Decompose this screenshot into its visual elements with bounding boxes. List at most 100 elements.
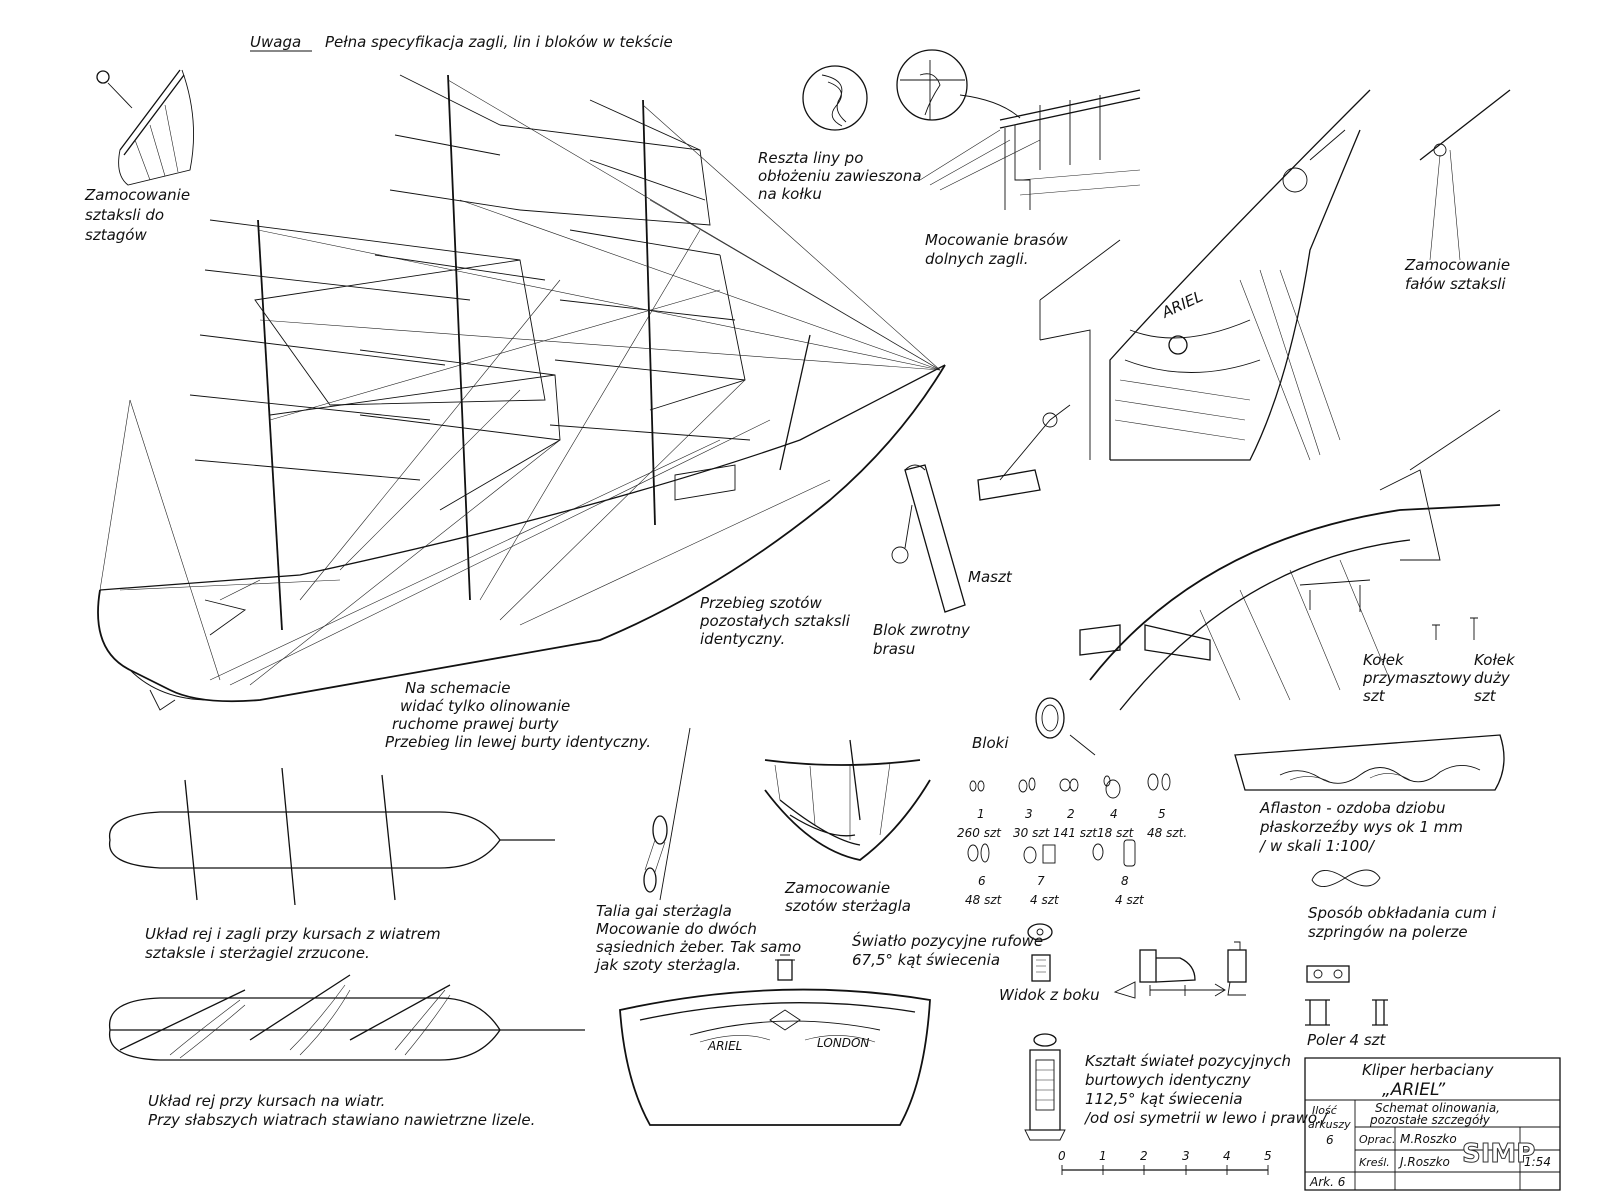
- halyard-fixing-detail: [1419, 89, 1511, 261]
- side-light-views: [1113, 941, 1247, 999]
- scale-1: 1: [1099, 1149, 1107, 1163]
- scale-bar: 0 1 2 3 4 5: [1058, 1149, 1272, 1175]
- stern-port: LONDON: [817, 1036, 869, 1050]
- label-mast-pin-1: Kołek: [1363, 651, 1405, 669]
- block-qty-6: 48 szt: [965, 893, 1003, 907]
- aflaston-detail: [1234, 734, 1505, 791]
- label-yards-layout-1b: sztaksle i sterżagiel zrzucone.: [145, 944, 370, 962]
- label-spanker-sheets-2: szotów sterżagla: [785, 897, 911, 915]
- label-sheets-route-2: pozostałych sztaksli: [699, 612, 851, 630]
- block-qty-8: 4 szt: [1115, 893, 1145, 907]
- block-qty-4: 18 szt: [1097, 826, 1135, 840]
- title-sheet-no: Ark. 6: [1309, 1175, 1346, 1189]
- gaff-tackle-detail: [643, 727, 691, 901]
- bow-deck-detail: [1079, 409, 1501, 711]
- label-sheets-route-1: Przebieg szotów: [700, 594, 822, 612]
- title-block: Kliper herbaciany „ARIEL” Ilość arkuszy …: [1304, 1057, 1561, 1191]
- block-qty-7: 4 szt: [1030, 893, 1060, 907]
- label-mooring-2: szpringów na polerze: [1308, 923, 1468, 941]
- label-schema-note-3: ruchome prawej burty: [392, 715, 560, 733]
- label-aflaston-2: płaskorzeźby wys ok 1 mm: [1259, 818, 1463, 836]
- label-gaff-tackle-2: Mocowanie do dwóch: [596, 920, 757, 938]
- title-sheets-label-1: Ilość: [1312, 1104, 1338, 1117]
- lantern-detail: [1024, 1033, 1066, 1141]
- label-yards-layout-2a: Układ rej przy kursach na wiatr.: [148, 1092, 385, 1110]
- label-schema-note-2: widać tylko olinowanie: [400, 697, 570, 715]
- title-prepared-by: M.Roszko: [1400, 1132, 1457, 1146]
- label-brace-block-1: Blok zwrotny: [873, 621, 971, 639]
- spanker-sheets-detail: [764, 739, 931, 861]
- blocks-title: Bloki: [972, 734, 1009, 752]
- label-staysail-fixing-3: sztagów: [85, 226, 147, 244]
- title-drawn-label: Kreśl.: [1359, 1156, 1390, 1169]
- label-schema-note-1: Na schemacie: [405, 679, 510, 697]
- label-rope-rest-3: na kołku: [758, 185, 822, 203]
- blocks-section: Bloki 1 3 2 4 5 260 szt 30 szt 141 szt 1…: [957, 697, 1187, 907]
- block-qty-3: 30 szt: [1013, 826, 1051, 840]
- label-side-lights-2: burtowych identyczny: [1085, 1071, 1252, 1089]
- title-scale: 1:54: [1524, 1155, 1551, 1169]
- label-gaff-tackle-1: Talia gai sterżagla: [596, 902, 732, 920]
- scale-2: 2: [1140, 1149, 1148, 1163]
- title-prepared-label: Oprac.: [1359, 1133, 1395, 1146]
- block-icons-row2: [967, 839, 1136, 867]
- stern-transom-detail: [619, 954, 931, 1126]
- label-big-pin-2: duży: [1474, 669, 1511, 687]
- block-num-7: 7: [1037, 874, 1045, 888]
- label-side-lights-3: 112,5° kąt świecenia: [1085, 1090, 1243, 1108]
- title-sheets-count: 6: [1326, 1133, 1334, 1147]
- label-gaff-tackle-3: sąsiednich żeber. Tak samo: [596, 938, 801, 956]
- label-sheets-route-3: identyczny.: [700, 630, 785, 648]
- yard-layout-diagram-2: [108, 974, 585, 1061]
- bollard-detail: [1305, 965, 1388, 1026]
- block-qty-2: 141 szt: [1053, 826, 1098, 840]
- scale-0: 0: [1058, 1149, 1066, 1163]
- label-staysail-fixing-1: Zamocowanie: [84, 186, 190, 204]
- scale-5: 5: [1264, 1149, 1272, 1163]
- mast-block-detail: [891, 464, 966, 613]
- block-num-3: 3: [1025, 807, 1033, 821]
- label-gaff-tackle-4: jak szoty sterżagla.: [594, 956, 741, 974]
- label-mast-pin-2: przymasztowy: [1362, 669, 1472, 687]
- label-braces-fixing-1: Mocowanie brasów: [925, 231, 1069, 249]
- label-yards-layout-1a: Układ rej i zagli przy kursach z wiatrem: [145, 925, 441, 943]
- mooring-figure-eight: [1311, 869, 1381, 887]
- bow-name: ARIEL: [1158, 287, 1205, 322]
- rope-coil-details: [802, 49, 1021, 131]
- title-ship-name: „ARIEL”: [1382, 1080, 1445, 1100]
- label-halyard-fixing-1: Zamocowanie: [1404, 256, 1510, 274]
- label-mast: Maszt: [968, 568, 1013, 586]
- title-sheets-label-2: arkuszy: [1308, 1118, 1351, 1131]
- label-mooring-1: Sposób obkładania cum i: [1308, 904, 1497, 922]
- braces-fixing-detail: [919, 89, 1141, 210]
- label-stern-light-1: Światło pozycyjne rufowe: [852, 931, 1043, 950]
- bow-figurehead-detail: [1039, 89, 1371, 461]
- label-big-pin-1: Kołek: [1474, 651, 1516, 669]
- block-icons-row1: [969, 773, 1171, 799]
- title-drawn-by: J.Roszko: [1398, 1155, 1450, 1169]
- label-yards-layout-2b: Przy słabszych wiatrach stawiano nawietr…: [148, 1111, 535, 1129]
- label-big-pin-3: szt: [1474, 687, 1497, 705]
- block-num-2: 2: [1067, 807, 1075, 821]
- title-ship-type: Kliper herbaciany: [1362, 1061, 1495, 1079]
- note-text: Pełna specyfikacja zagli, lin i bloków w…: [325, 33, 673, 51]
- label-aflaston-3: / w skali 1:100/: [1258, 837, 1376, 855]
- label-rope-rest-1: Reszta liny po: [758, 149, 863, 167]
- header-note: Uwaga Pełna specyfikacja zagli, lin i bl…: [250, 33, 673, 52]
- watermark-logo: SIMP: [1462, 1139, 1535, 1169]
- label-halyard-fixing-2: fałów sztaksli: [1405, 275, 1506, 293]
- label-side-view: Widok z boku: [999, 986, 1100, 1004]
- block-num-6: 6: [978, 874, 986, 888]
- label-braces-fixing-2: dolnych zagli.: [925, 250, 1028, 268]
- rigging-schema: [97, 74, 946, 711]
- label-side-lights-4: /od osi symetrii w lewo i prawo./: [1083, 1109, 1329, 1127]
- note-label: Uwaga: [250, 33, 301, 51]
- title-description-1: Schemat olinowania,: [1375, 1101, 1500, 1115]
- block-qty-1: 260 szt: [957, 826, 1002, 840]
- label-rope-rest-2: obłożeniu zawieszona: [758, 167, 922, 185]
- block-num-4: 4: [1110, 807, 1118, 821]
- scale-3: 3: [1182, 1149, 1190, 1163]
- stern-name: ARIEL: [707, 1039, 742, 1053]
- block-num-8: 8: [1121, 874, 1129, 888]
